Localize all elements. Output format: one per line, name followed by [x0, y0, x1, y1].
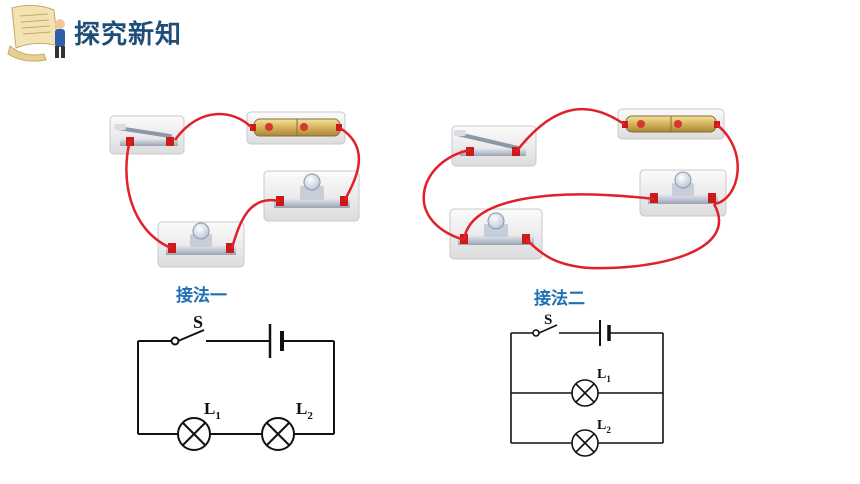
switch-component [451, 125, 537, 167]
lamp-component [263, 170, 360, 222]
wires [422, 107, 739, 270]
method1-schematic [137, 324, 335, 451]
switch-component [109, 115, 185, 155]
battery-component [246, 111, 346, 145]
lamp-component [449, 208, 543, 260]
lamp-component [639, 169, 727, 217]
method2-caption: 接法二 [534, 289, 585, 309]
scroll-reading-icon [7, 4, 65, 62]
switch-label: S [193, 312, 203, 332]
wires [125, 112, 361, 250]
header: 探究新知 [0, 0, 860, 70]
lamp2-label: L2 [597, 418, 611, 435]
method1-caption: 接法一 [176, 286, 227, 306]
lamp2-label: L2 [296, 399, 313, 422]
lamp-component [157, 221, 245, 268]
method1-photo [109, 111, 361, 268]
page-title: 探究新知 [74, 20, 183, 50]
method2-photo [422, 107, 739, 270]
method2-schematic [510, 320, 664, 457]
switch-label: S [544, 312, 552, 328]
lamp1-label: L1 [597, 367, 611, 384]
lamp1-label: L1 [204, 399, 221, 422]
battery-component [617, 108, 725, 140]
